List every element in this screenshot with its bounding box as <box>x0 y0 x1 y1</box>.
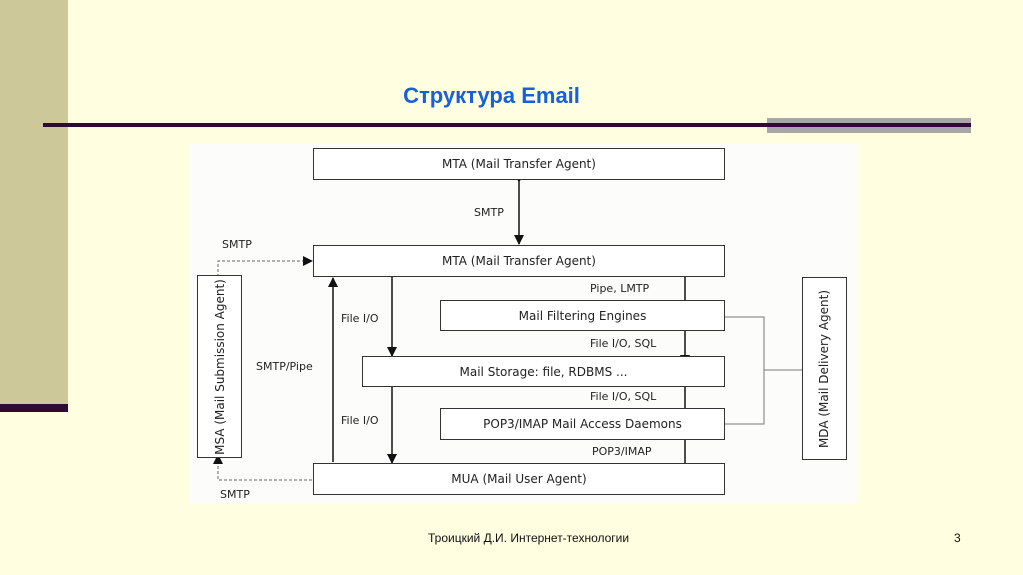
label-smtp-msa-top: SMTP <box>222 238 252 251</box>
label-file-io-1: File I/O <box>341 312 379 325</box>
slide-title: Структура Email <box>403 83 580 108</box>
label-smtp-pipe: SMTP/Pipe <box>256 360 313 373</box>
slide-footer: Троицкий Д.И. Интернет-технологии <box>428 531 630 545</box>
mta-top-box: MTA (Mail Transfer Agent) <box>313 148 725 180</box>
label-pop3-imap: POP3/IMAP <box>592 445 652 458</box>
mda-box: MDA (Mail Delivery Agent) <box>802 277 847 460</box>
sidebar-decoration <box>0 0 68 404</box>
storage-box: Mail Storage: file, RDBMS ... <box>362 356 725 387</box>
sidebar-rule <box>0 404 68 412</box>
title-rule <box>43 123 971 127</box>
label-file-io-sql-2: File I/O, SQL <box>590 390 657 403</box>
mda-bracket <box>725 316 765 425</box>
email-structure-diagram: MTA (Mail Transfer Agent) MTA (Mail Tran… <box>190 144 857 503</box>
label-pipe-lmtp: Pipe, LMTP <box>590 282 650 295</box>
label-smtp-mta: SMTP <box>474 206 504 219</box>
msa-label: MSA (Mail Submission Agent) <box>212 278 227 455</box>
mta-box: MTA (Mail Transfer Agent) <box>313 245 725 277</box>
filtering-box: Mail Filtering Engines <box>440 300 725 331</box>
label-file-io-sql-1: File I/O, SQL <box>590 337 657 350</box>
arrow-mua-to-msa <box>213 454 312 481</box>
daemons-box: POP3/IMAP Mail Access Daemons <box>440 408 725 440</box>
page-number: 3 <box>954 531 961 545</box>
mua-box: MUA (Mail User Agent) <box>313 463 725 495</box>
mda-label: MDA (Mail Delivery Agent) <box>817 289 832 448</box>
msa-box: MSA (Mail Submission Agent) <box>197 275 242 458</box>
label-smtp-msa-bottom: SMTP <box>220 488 250 501</box>
label-file-io-2: File I/O <box>341 414 379 427</box>
diagram-connectors <box>213 173 802 481</box>
arrow-msa-to-mta <box>217 256 313 277</box>
